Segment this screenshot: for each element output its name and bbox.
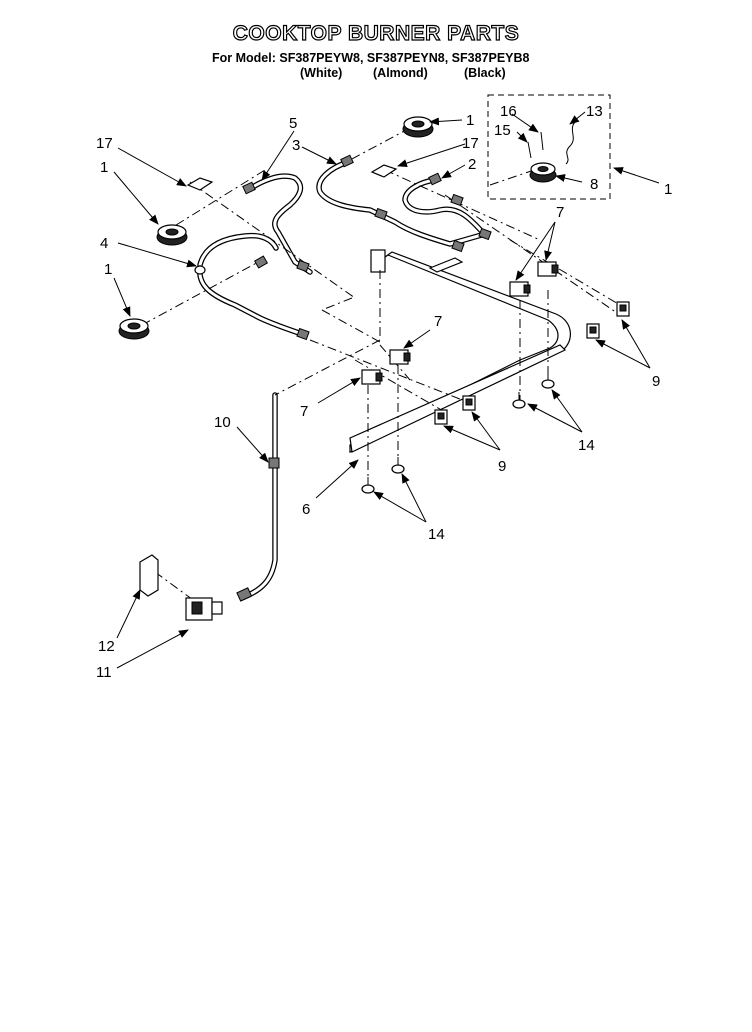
callout-9: 9	[652, 373, 660, 390]
clip-icon	[586, 323, 600, 339]
burner-base-icon	[118, 318, 150, 340]
callout-2: 2	[468, 156, 476, 173]
valve-icon	[509, 281, 531, 297]
callout-6: 6	[302, 501, 310, 518]
callout-7: 7	[556, 204, 564, 221]
clip-icon	[616, 301, 630, 317]
callout-17: 17	[96, 135, 113, 152]
bracket-icon	[370, 164, 398, 178]
callout-4: 4	[100, 235, 108, 252]
callout-16: 16	[500, 103, 517, 120]
assembly-lines	[141, 127, 621, 606]
callout-13: 13	[586, 103, 603, 120]
callout-1: 1	[466, 112, 474, 129]
color-white: (White)	[300, 66, 343, 80]
main-valve-icon	[185, 597, 223, 621]
burner-base-icon	[402, 116, 434, 138]
callout-5: 5	[289, 115, 297, 132]
callout-7: 7	[434, 313, 442, 330]
callout-14: 14	[578, 437, 595, 454]
leader-lines	[113, 111, 660, 669]
page-title: COOKTOP BURNER PARTS	[232, 21, 520, 45]
callout-1: 1	[104, 261, 112, 278]
callout-12: 12	[98, 638, 115, 655]
color-black: (Black)	[464, 66, 506, 80]
foot-icon	[361, 477, 375, 494]
callout-9: 9	[498, 458, 506, 475]
callout-15: 15	[494, 122, 511, 139]
screw-icon	[540, 131, 544, 151]
manifold-bracket	[349, 249, 571, 453]
callout-3: 3	[292, 137, 300, 154]
callout-labels: 17 1 4 1 5 3 1 17 2 16 15 13 8 1 7 7 7 9…	[96, 103, 672, 681]
model-line: For Model: SF387PEYW8, SF387PEYN8, SF387…	[212, 51, 530, 65]
callout-1: 1	[664, 181, 672, 198]
callout-17: 17	[462, 135, 479, 152]
callout-7: 7	[300, 403, 308, 420]
bracket-icon	[186, 177, 214, 191]
tube-fittings	[194, 154, 492, 602]
callout-14: 14	[428, 526, 445, 543]
screw-icon	[527, 141, 532, 159]
callout-10: 10	[214, 414, 231, 431]
callout-1: 1	[100, 159, 108, 176]
callout-11: 11	[96, 664, 112, 681]
clip-icon	[434, 409, 448, 425]
color-almond: (Almond)	[373, 66, 428, 80]
foot-icon	[541, 372, 555, 389]
valve-icon	[537, 261, 559, 277]
valve-icon	[361, 369, 383, 385]
foot-icon	[512, 392, 526, 409]
burner-base-icon	[529, 162, 557, 183]
foot-icon	[391, 457, 405, 474]
burner-base-icon	[156, 224, 188, 246]
callout-8: 8	[590, 176, 598, 193]
color-variants: (White) (Almond) (Black)	[300, 66, 560, 80]
wire-icon	[565, 121, 576, 165]
valve-icon	[389, 349, 411, 365]
inset-box	[487, 94, 611, 200]
mounting-bracket-icon	[139, 554, 159, 597]
clip-icon	[462, 395, 476, 411]
